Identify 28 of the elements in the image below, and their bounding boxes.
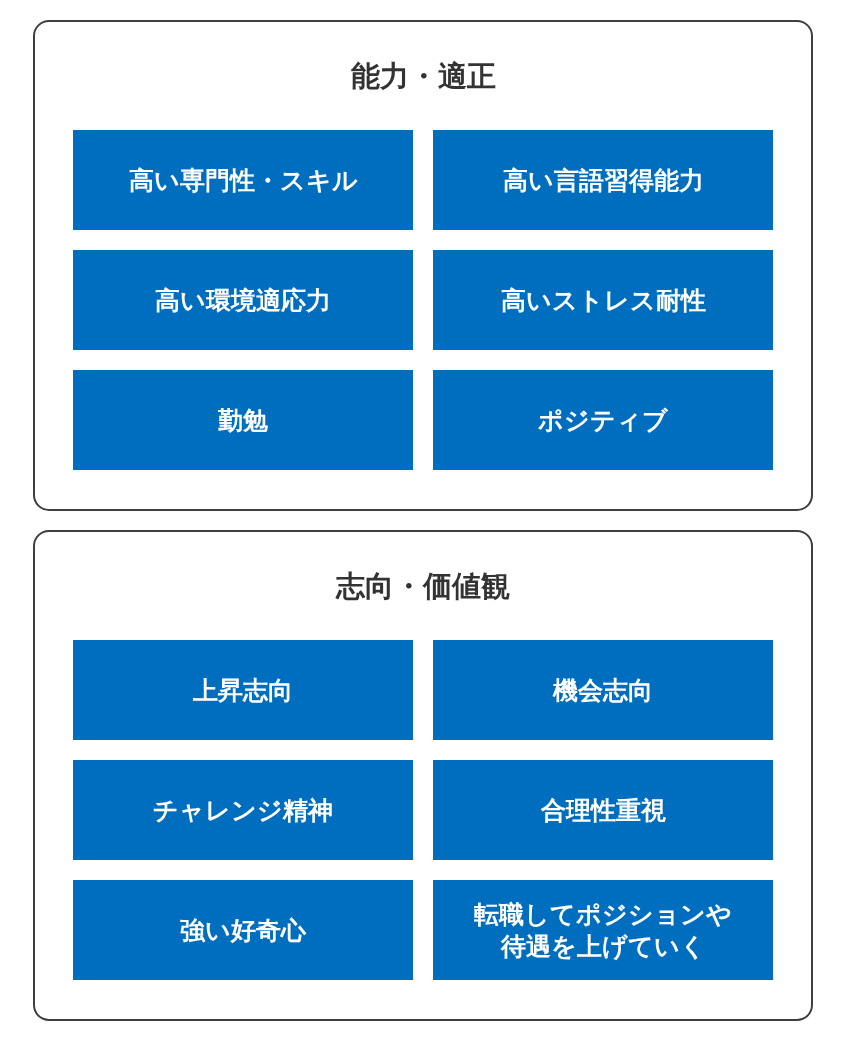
trait-card — [433, 130, 773, 230]
group-panel — [33, 20, 813, 511]
trait-label: ポジティブ — [538, 405, 668, 436]
trait-label: 強い好奇心 — [180, 915, 306, 946]
trait-card — [73, 760, 413, 860]
trait-card — [73, 370, 413, 470]
group-title: 能力・適正 — [350, 59, 496, 94]
group-title: 志向・価値観 — [336, 569, 510, 604]
trait-card — [73, 640, 413, 740]
trait-card — [73, 130, 413, 230]
trait-label: 勤勉 — [218, 405, 268, 436]
trait-label: 機会志向 — [553, 675, 653, 706]
trait-label: チャレンジ精神 — [153, 795, 333, 826]
trait-card — [433, 250, 773, 350]
trait-label: 高い環境適応力 — [155, 285, 331, 316]
trait-card — [433, 880, 773, 980]
trait-card — [73, 250, 413, 350]
trait-label: 上昇志向 — [193, 675, 293, 706]
trait-label: 高い専門性・スキル — [128, 165, 358, 196]
trait-label: 転職してポジションや待遇を上げていく — [473, 899, 733, 962]
trait-card — [433, 370, 773, 470]
group-panel — [33, 530, 813, 1021]
trait-card — [73, 880, 413, 980]
trait-card — [433, 760, 773, 860]
trait-label: 合理性重視 — [540, 795, 666, 826]
trait-label: 高い言語習得能力 — [502, 165, 704, 196]
trait-label: 高いストレス耐性 — [500, 285, 706, 316]
trait-card — [433, 640, 773, 740]
